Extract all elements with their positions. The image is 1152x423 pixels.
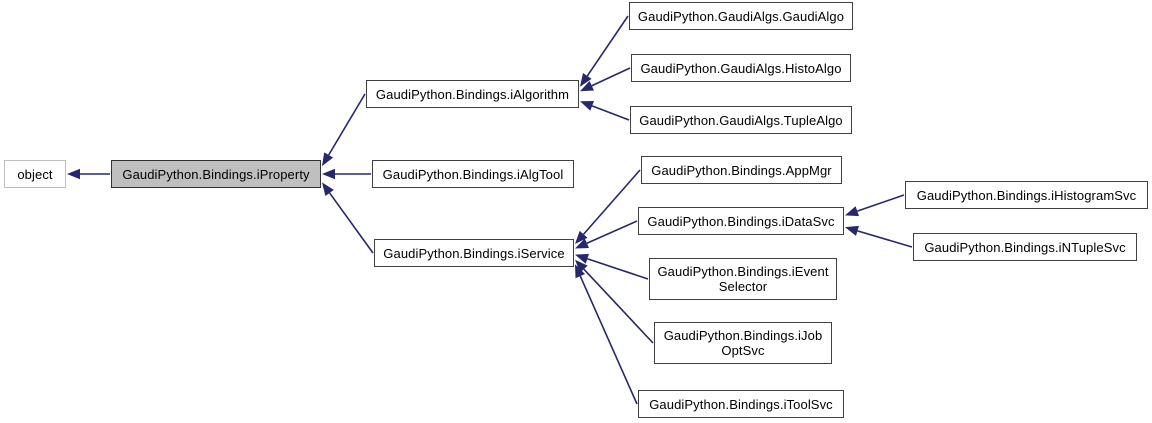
arrowhead-AppMgr-to-iService	[575, 230, 588, 245]
edge-GaudiAlgo-to-iAlgorithm	[586, 15, 629, 77]
arrowhead-iToolSvc-to-iService	[575, 264, 586, 279]
arrowhead-GaudiAlgo-to-iAlgorithm	[580, 73, 592, 87]
edge-AppMgr-to-iService	[582, 169, 641, 235]
edge-iHistogramSvc-to-iDataSvc	[857, 194, 905, 212]
edge-iEventSelector-to-iService	[587, 258, 649, 280]
arrowhead-iNTupleSvc-to-iDataSvc	[845, 225, 859, 236]
node-object[interactable]: object	[4, 160, 66, 188]
node-AppMgr[interactable]: GaudiPython.Bindings.AppMgr	[641, 156, 842, 184]
arrowhead-iAlgTool-to-iProperty	[322, 168, 335, 180]
node-iAlgorithm[interactable]: GaudiPython.Bindings.iAlgorithm	[366, 80, 579, 108]
node-iProperty[interactable]: GaudiPython.Bindings.iProperty	[111, 160, 321, 188]
edge-iDataSvc-to-iService	[586, 220, 638, 244]
edge-iAlgorithm-to-iProperty	[327, 93, 366, 156]
arrowhead-iJobOptSvc-to-iService	[575, 259, 588, 273]
arrowhead-iEventSelector-to-iService	[575, 253, 589, 264]
node-iDataSvc[interactable]: GaudiPython.Bindings.iDataSvc	[638, 207, 844, 235]
edge-TupleAlgo-to-iAlgorithm	[591, 105, 630, 121]
node-iEventSelector[interactable]: GaudiPython.Bindings.iEvent Selector	[649, 258, 837, 300]
node-iToolSvc[interactable]: GaudiPython.Bindings.iToolSvc	[638, 390, 844, 418]
node-iNTupleSvc[interactable]: GaudiPython.Bindings.iNTupleSvc	[913, 233, 1137, 261]
edge-iJobOptSvc-to-iService	[583, 268, 654, 344]
edge-iToolSvc-to-iService	[579, 275, 638, 405]
node-HistoAlgo[interactable]: GaudiPython.GaudiAlgs.HistoAlgo	[631, 54, 851, 82]
arrowhead-TupleAlgo-to-iAlgorithm	[580, 101, 594, 111]
edge-iService-to-iProperty	[328, 192, 374, 254]
arrowhead-iHistogramSvc-to-iDataSvc	[845, 206, 859, 217]
node-iService[interactable]: GaudiPython.Bindings.iService	[374, 239, 574, 267]
arrowhead-iService-to-iProperty	[322, 182, 334, 196]
node-TupleAlgo[interactable]: GaudiPython.GaudiAlgs.TupleAlgo	[630, 106, 852, 134]
arrowhead-iProperty-to-object	[67, 168, 80, 180]
arrowhead-iDataSvc-to-iService	[575, 238, 589, 249]
node-iHistogramSvc[interactable]: GaudiPython.Bindings.iHistogramSvc	[905, 181, 1148, 209]
node-iAlgTool[interactable]: GaudiPython.Bindings.iAlgTool	[372, 160, 574, 188]
arrowhead-HistoAlgo-to-iAlgorithm	[580, 81, 594, 92]
node-GaudiAlgo[interactable]: GaudiPython.GaudiAlgs.GaudiAlgo	[629, 2, 853, 30]
edge-HistoAlgo-to-iAlgorithm	[591, 67, 631, 87]
arrowhead-iAlgorithm-to-iProperty	[322, 152, 334, 167]
node-iJobOptSvc[interactable]: GaudiPython.Bindings.iJob OptSvc	[654, 322, 832, 364]
edge-iNTupleSvc-to-iDataSvc	[857, 230, 913, 248]
